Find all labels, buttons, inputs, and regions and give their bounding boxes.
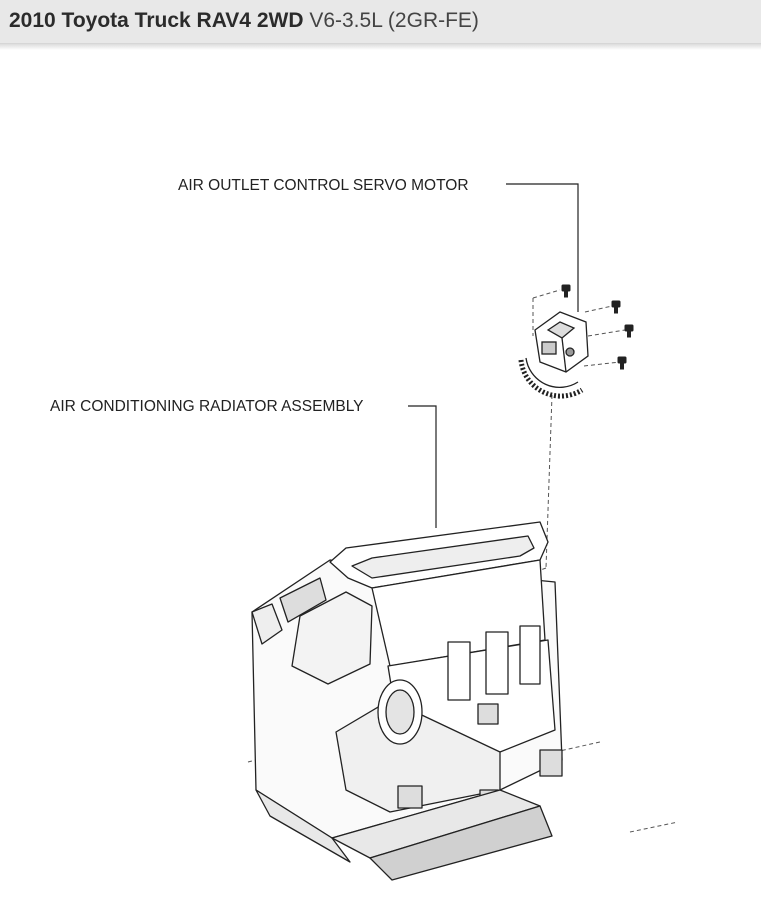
servo-leader-line bbox=[506, 183, 579, 312]
leader-lines bbox=[408, 183, 579, 528]
engine-spec: V6-3.5L (2GR-FE) bbox=[309, 9, 479, 32]
vehicle-title: 2010 Toyota Truck RAV4 2WD bbox=[9, 9, 304, 32]
radiator-assembly-label: AIR CONDITIONING RADIATOR ASSEMBLY bbox=[50, 398, 364, 415]
screw-icon bbox=[611, 300, 621, 314]
servo-motor-icon bbox=[518, 311, 589, 399]
screw-icon bbox=[624, 324, 634, 338]
screws bbox=[561, 284, 634, 370]
servo-motor-label: AIR OUTLET CONTROL SERVO MOTOR bbox=[178, 177, 469, 194]
screw-icon bbox=[617, 356, 627, 370]
page-header: 2010 Toyota Truck RAV4 2WD V6-3.5L (2GR-… bbox=[0, 0, 761, 44]
header-shadow bbox=[0, 44, 761, 50]
radiator-leader-line bbox=[408, 405, 437, 528]
radiator-assembly-icon bbox=[251, 521, 563, 881]
screw-icon bbox=[561, 284, 571, 298]
